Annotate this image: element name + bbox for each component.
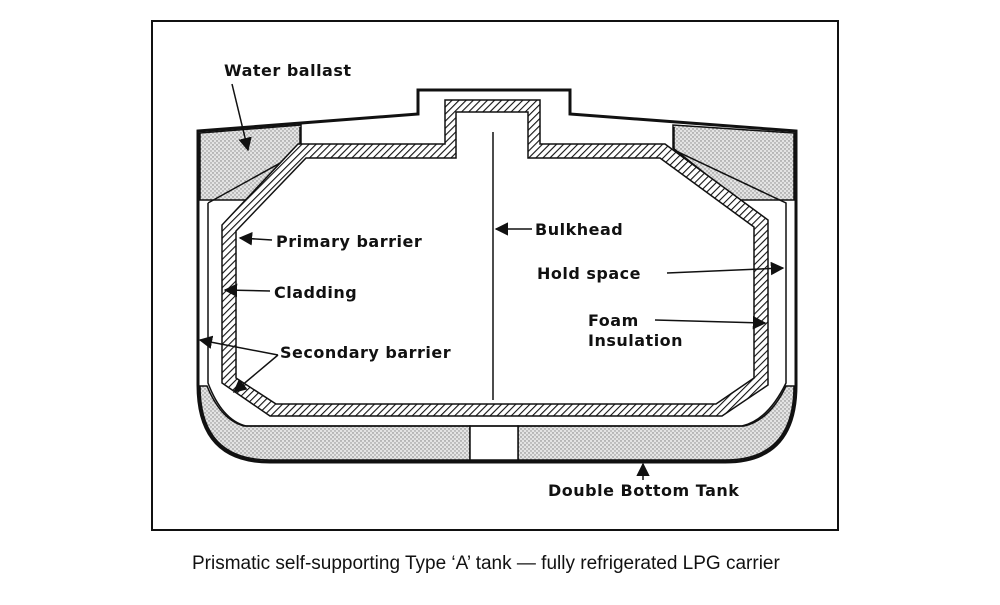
primary-barrier-label: Primary barrier [276, 232, 422, 251]
insulation-label: Insulation [588, 331, 683, 350]
double-bottom-tank-left [199, 385, 471, 461]
diagram-frame [151, 20, 839, 531]
bulkhead-label: Bulkhead [535, 220, 623, 239]
secondary-barrier-arrow-a [198, 335, 279, 356]
tank-insulation-cladding [221, 99, 769, 417]
secondary-barrier-label: Secondary barrier [280, 343, 451, 362]
cladding-arrow [223, 283, 271, 298]
hold-space-arrow [666, 261, 785, 276]
figure-caption: Prismatic self-supporting Type ‘A’ tank … [192, 553, 780, 574]
secondary-barrier-arrow-b [232, 354, 279, 393]
hold-space-label: Hold space [537, 264, 641, 283]
water-ballast-leader [231, 83, 252, 152]
foam-insulation-arrow [654, 315, 767, 330]
water-ballast-label: Water ballast [224, 61, 352, 80]
double-bottom-tank-label: Double Bottom Tank [548, 481, 739, 500]
cladding-label: Cladding [274, 283, 357, 302]
foam-label: Foam [588, 311, 639, 330]
duct-keel [469, 425, 519, 461]
double-bottom-tank-right [517, 385, 795, 461]
hull-outline [196, 88, 798, 464]
primary-barrier-arrow [238, 232, 273, 246]
